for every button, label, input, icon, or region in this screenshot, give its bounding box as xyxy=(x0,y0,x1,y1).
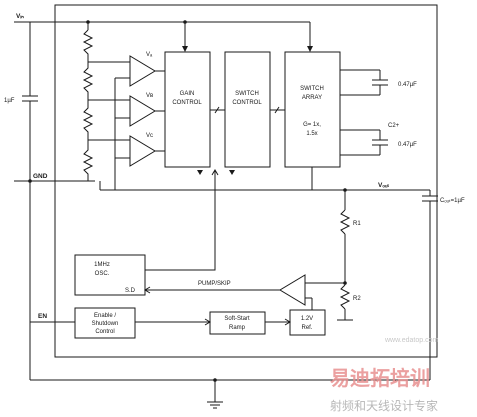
cap-in-label: 1µF xyxy=(4,98,15,104)
resistor-r1 xyxy=(339,209,351,235)
osc-label-2: OSC. xyxy=(95,271,110,277)
vb-label: Vв xyxy=(146,93,153,99)
pin-vin: Vᵢₙ xyxy=(16,13,24,20)
enable-block xyxy=(74,307,136,339)
osc-sd-label: S.D xyxy=(125,288,136,294)
cap-c2-name: C2+ xyxy=(388,123,400,129)
cap-c2-label: 0.47µF xyxy=(398,142,417,148)
osc-block xyxy=(74,254,146,296)
comparator-vb xyxy=(129,95,156,127)
osc-label-1: 1MHz xyxy=(94,262,110,268)
soft-start-block xyxy=(209,311,266,335)
ref-label-2: Ref. xyxy=(301,325,312,331)
resistor-ladder xyxy=(82,29,94,181)
pin-vout: Vₒᵤₜ xyxy=(378,182,389,189)
pin-en: EN xyxy=(38,313,47,320)
pin-gnd: GND xyxy=(33,173,48,180)
gain-control-label-2: CONTROL xyxy=(172,100,202,106)
vin-rail xyxy=(14,21,89,30)
chip-boundary xyxy=(54,4,438,358)
va-label: Vₐ xyxy=(146,52,153,58)
switch-control-label-2: CONTROL xyxy=(232,100,262,106)
switch-control-label-1: SWITCH xyxy=(235,91,259,97)
switch-array-label-4: 1.5x xyxy=(306,131,317,137)
switch-array-block xyxy=(284,51,341,168)
comparator-va xyxy=(129,55,156,87)
watermark-tagline: 射频和天线设计专家 xyxy=(330,398,438,413)
comparator-vc xyxy=(129,135,156,167)
vc-label: Vc xyxy=(146,133,153,139)
r1-label: R1 xyxy=(353,221,361,227)
watermark-brand: 易迪拓培训 xyxy=(330,366,430,390)
enable-label-3: Control xyxy=(95,329,114,335)
gain-control-block xyxy=(164,51,211,168)
ref-label-1: 1.2V xyxy=(301,316,313,322)
enable-label-1: Enable / xyxy=(94,313,116,319)
switch-array-label-2: ARRAY xyxy=(302,95,322,101)
soft-start-label-2: Ramp xyxy=(229,325,246,331)
pump-skip-label: PUMP/SKIP xyxy=(198,281,231,287)
switch-array-label-3: G= 1x, xyxy=(303,122,321,128)
cap-c1-label: 0.47µF xyxy=(398,82,417,88)
resistor-r2 xyxy=(339,284,351,310)
r2-label: R2 xyxy=(353,296,361,302)
ref-block xyxy=(289,309,326,336)
gain-control-label-1: GAIN xyxy=(180,91,195,97)
soft-start-label-1: Soft-Start xyxy=(224,316,250,322)
switch-control-block xyxy=(224,51,271,168)
switch-array-label-1: SWITCH xyxy=(300,86,324,92)
comparator-pump xyxy=(279,274,306,306)
enable-label-2: Shutdown xyxy=(92,321,119,327)
cap-out-label: Cₒᵤₜ=1µF xyxy=(440,198,465,204)
watermark-url: www.edatop.com xyxy=(384,337,438,344)
